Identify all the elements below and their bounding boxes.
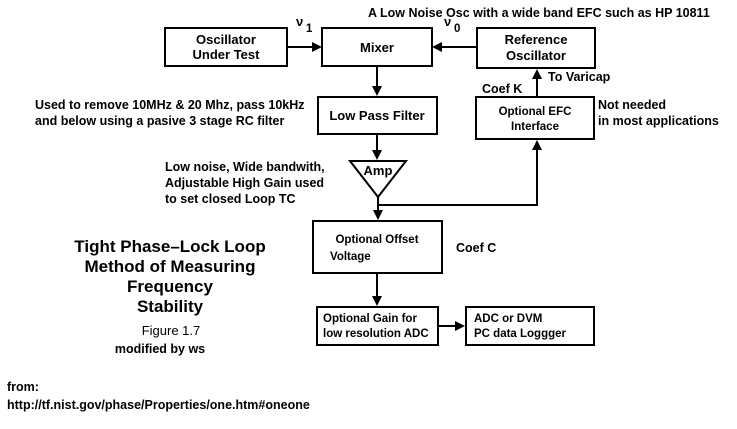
reference-osc-line2: Oscillator <box>506 48 566 63</box>
efc-note-line2: in most applications <box>598 114 719 128</box>
efc-interface-line1: Optional EFC <box>499 106 572 118</box>
figure-title-line2: Method of Measuring <box>85 257 256 276</box>
filter-note-line1: Used to remove 10MHz & 20 Mhz, pass 10kH… <box>35 98 305 112</box>
adc-dvm-line1: ADC or DVM <box>474 313 542 325</box>
modified-by: modified by ws <box>115 342 205 356</box>
mixer-label: Mixer <box>360 40 394 55</box>
offset-voltage-box <box>312 220 443 274</box>
v0-label: ν <box>444 14 451 29</box>
efc-to-ref-arrow <box>532 69 542 79</box>
top-note: A Low Noise Osc with a wide band EFC suc… <box>368 6 710 20</box>
amp-note-line2: Adjustable High Gain used <box>165 176 324 190</box>
gain-adc-line2: low resolution ADC <box>323 328 429 340</box>
source-from: from: <box>7 380 39 394</box>
coef-k-label: Coef K <box>482 82 522 96</box>
adc-dvm-box <box>465 306 595 346</box>
lpf-to-amp-arrow <box>372 150 382 160</box>
ref-to-mixer-arrow <box>432 42 442 52</box>
osc-to-mixer-arrow <box>312 42 322 52</box>
amp-to-offset-arrow <box>373 210 383 220</box>
gain-adc-line1: Optional Gain for <box>323 313 417 325</box>
source-url: http://tf.nist.gov/phase/Properties/one.… <box>7 398 310 412</box>
offset-voltage-line2: Voltage <box>330 251 371 263</box>
gain-adc-box <box>316 306 439 346</box>
gain-to-adc-arrow <box>455 321 465 331</box>
adc-dvm-line2: PC data Loggger <box>474 328 567 340</box>
coef-c-label: Coef C <box>456 241 496 255</box>
figure-label: Figure 1.7 <box>142 323 201 338</box>
mixer-to-lpf-arrow <box>372 86 382 96</box>
reference-osc-line1: Reference <box>505 32 568 47</box>
low-pass-filter-label: Low Pass Filter <box>329 108 424 123</box>
v0-sub: 0 <box>454 23 460 35</box>
v1-label: ν <box>296 14 303 29</box>
offset-voltage-line1: Optional Offset <box>335 234 418 246</box>
figure-title-line3: Frequency <box>127 277 214 296</box>
amp-label: Amp <box>364 163 393 178</box>
reference-osc-box <box>476 27 596 69</box>
figure-title-line4: Stability <box>137 297 204 316</box>
efc-interface-box <box>475 96 595 140</box>
efc-interface-line2: Interface <box>511 121 559 133</box>
efc-note-line1: Not needed <box>598 98 666 112</box>
offset-to-gain-arrow <box>372 296 382 306</box>
filter-note-line2: and below using a pasive 3 stage RC filt… <box>35 114 285 128</box>
figure-title-line1: Tight Phase–Lock Loop <box>74 237 265 256</box>
osc-under-test-line2: Under Test <box>193 47 261 62</box>
feedback-arrow <box>532 140 542 150</box>
amp-triangle <box>347 160 409 199</box>
v1-sub: 1 <box>306 23 313 35</box>
to-varicap-label: To Varicap <box>548 70 611 84</box>
amp-note-line1: Low noise, Wide bandwith, <box>165 160 325 174</box>
osc-under-test-line1: Oscillator <box>196 32 256 47</box>
feedback-line <box>378 148 538 206</box>
amp-note-line3: to set closed Loop TC <box>165 192 296 206</box>
osc-under-test-box <box>164 27 288 67</box>
